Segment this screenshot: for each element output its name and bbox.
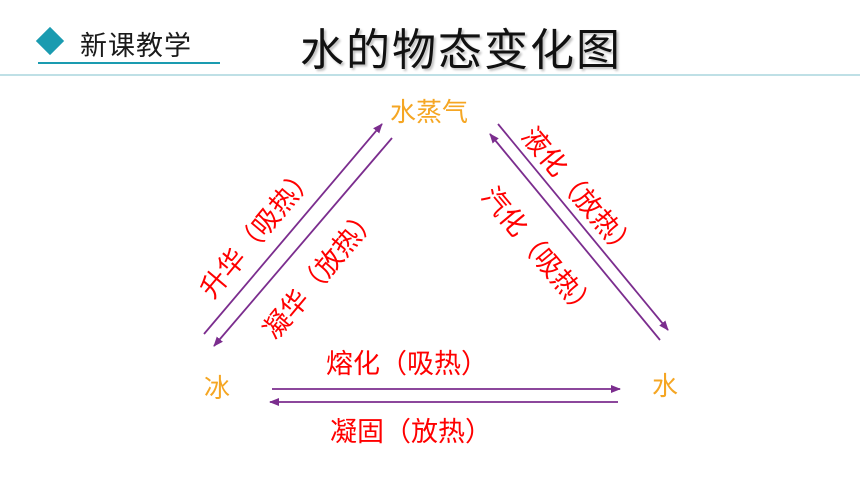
page-title: 水的物态变化图 xyxy=(300,25,622,76)
section-label: 新课教学 xyxy=(80,31,192,62)
arrow-vaporization xyxy=(489,133,661,341)
header: 新课教学 水的物态变化图 xyxy=(0,0,860,80)
section-underline xyxy=(38,62,220,64)
state-ice: 冰 xyxy=(204,374,231,404)
state-vapor: 水蒸气 xyxy=(390,98,469,128)
state-water: 水 xyxy=(652,372,679,402)
arrow-sublimation xyxy=(203,123,383,335)
header-rule xyxy=(0,74,860,76)
label-melting: 熔化（吸热） xyxy=(326,349,488,380)
arrow-deposition xyxy=(213,137,393,347)
arrow-liquefaction xyxy=(497,123,669,331)
label-solidification: 凝固（放热） xyxy=(330,417,492,448)
